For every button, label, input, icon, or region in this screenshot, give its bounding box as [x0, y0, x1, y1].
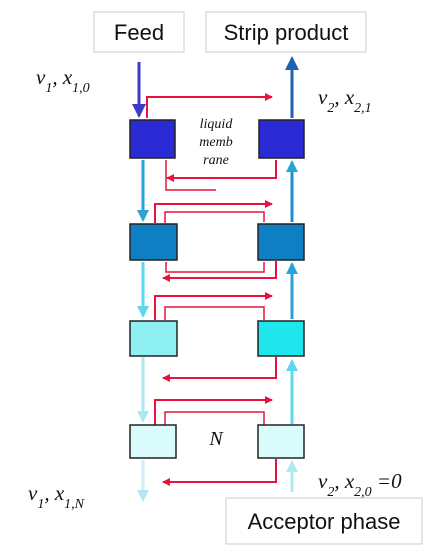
stage-3-feed-cell	[129, 320, 178, 357]
feed-box: Feed	[93, 11, 185, 53]
membrane-loop-3-return	[162, 357, 277, 382]
membrane-label-line-2: memb	[199, 135, 232, 150]
stage-boxes	[129, 119, 305, 459]
membrane-loop-2-inner-bottom	[165, 262, 265, 273]
membrane-loop-3-forward	[154, 292, 273, 320]
membrane-label-line-3: rane	[203, 153, 229, 168]
membrane-loops	[146, 93, 277, 486]
stage-2-strip-cell	[257, 223, 305, 261]
stage-2-feed-cell	[129, 223, 178, 261]
membrane-loop-4-return	[162, 459, 277, 486]
stage-3-strip-cell	[257, 320, 305, 357]
membrane-label-line-1: liquid	[200, 117, 234, 132]
membrane-loop-2-return	[162, 261, 277, 282]
membrane-label: liquid memb rane	[180, 110, 252, 172]
strip-product-label: Strip product	[224, 20, 349, 45]
feed-flow-label: v1, x1,0	[36, 65, 90, 96]
membrane-loop-4-inner	[164, 411, 265, 425]
acceptor-flow-label: v2, x2,0 =0	[318, 469, 402, 500]
membrane-loop-4-forward	[154, 396, 273, 425]
strip-product-box: Strip product	[205, 11, 367, 53]
stage-4-feed-cell	[129, 424, 177, 459]
acceptor-phase-label: Acceptor phase	[248, 509, 401, 534]
stage-n-label: N	[208, 428, 224, 450]
strip-flow-label: v2, x2,1	[318, 85, 372, 116]
acceptor-phase-box: Acceptor phase	[225, 497, 423, 545]
membrane-loop-2-forward	[154, 200, 273, 223]
stage-4-strip-cell	[257, 424, 305, 459]
membrane-loop-1-return	[166, 160, 277, 182]
stage-1-strip-cell	[258, 119, 305, 159]
membrane-loop-3-inner	[164, 306, 265, 320]
membrane-loop-2-inner	[164, 211, 265, 223]
feed-flow	[132, 62, 149, 502]
membrane-loop-1-forward	[146, 93, 273, 118]
membrane-loop-1-inner	[165, 160, 216, 191]
stage-1-feed-cell	[129, 119, 176, 159]
feed-label: Feed	[114, 20, 164, 45]
raffinate-flow-label: v1, x1,N	[28, 481, 85, 512]
